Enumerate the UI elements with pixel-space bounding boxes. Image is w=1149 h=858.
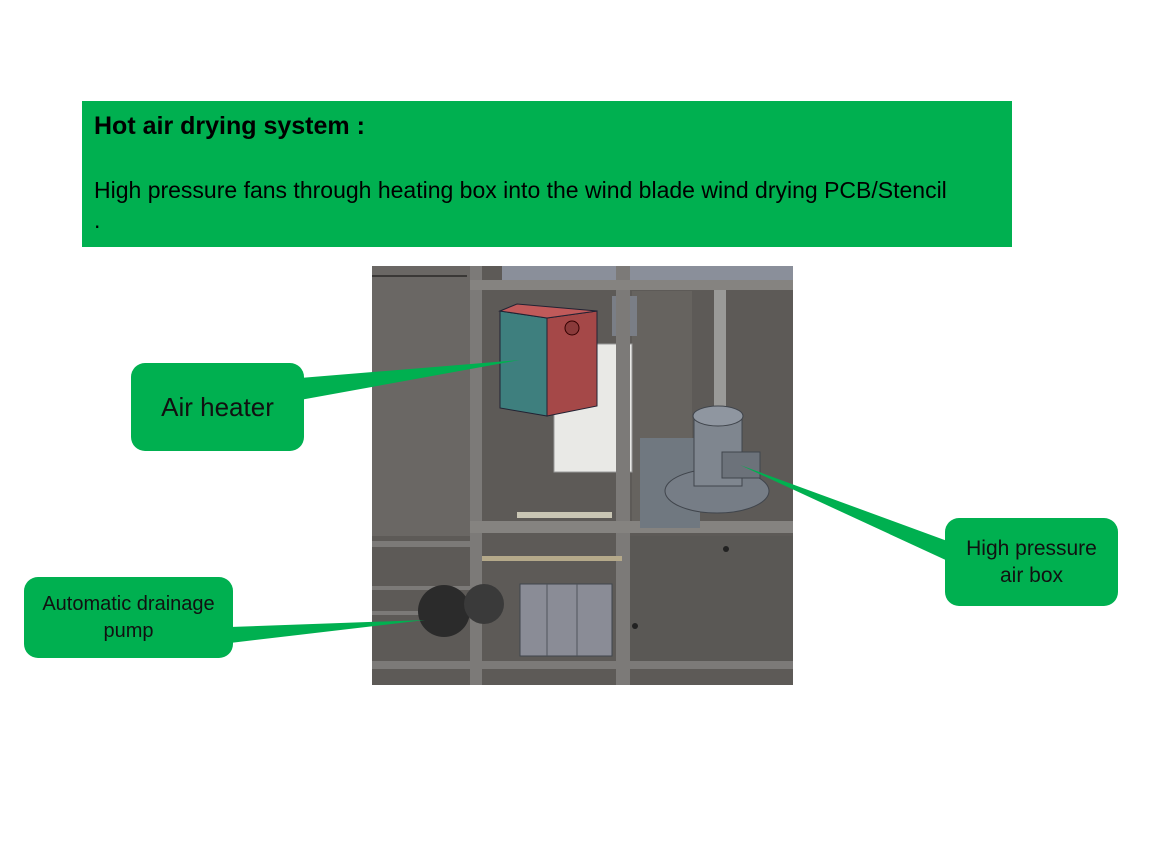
machine-cad-image (372, 266, 793, 685)
pump-label-line1: Automatic drainage (42, 592, 215, 615)
callout-drainage-pump: Automatic drainage pump (24, 577, 233, 658)
air-box-label-line1: High pressure (966, 537, 1097, 560)
air-box-pointer (740, 465, 950, 562)
pump-pointer (230, 620, 425, 643)
air-heater-pointer (300, 360, 520, 400)
air-heater-label: Air heater (161, 391, 274, 422)
pump-label-line2: pump (103, 619, 154, 642)
banner-title: Hot air drying system : (94, 112, 365, 140)
banner-description: High pressure fans through heating box i… (94, 177, 947, 233)
callout-air-box: High pressure air box (945, 518, 1118, 606)
air-box-label-line2: air box (999, 564, 1063, 587)
callout-air-heater: Air heater (131, 363, 304, 451)
title-banner: Hot air drying system : High pressure fa… (82, 101, 1012, 247)
